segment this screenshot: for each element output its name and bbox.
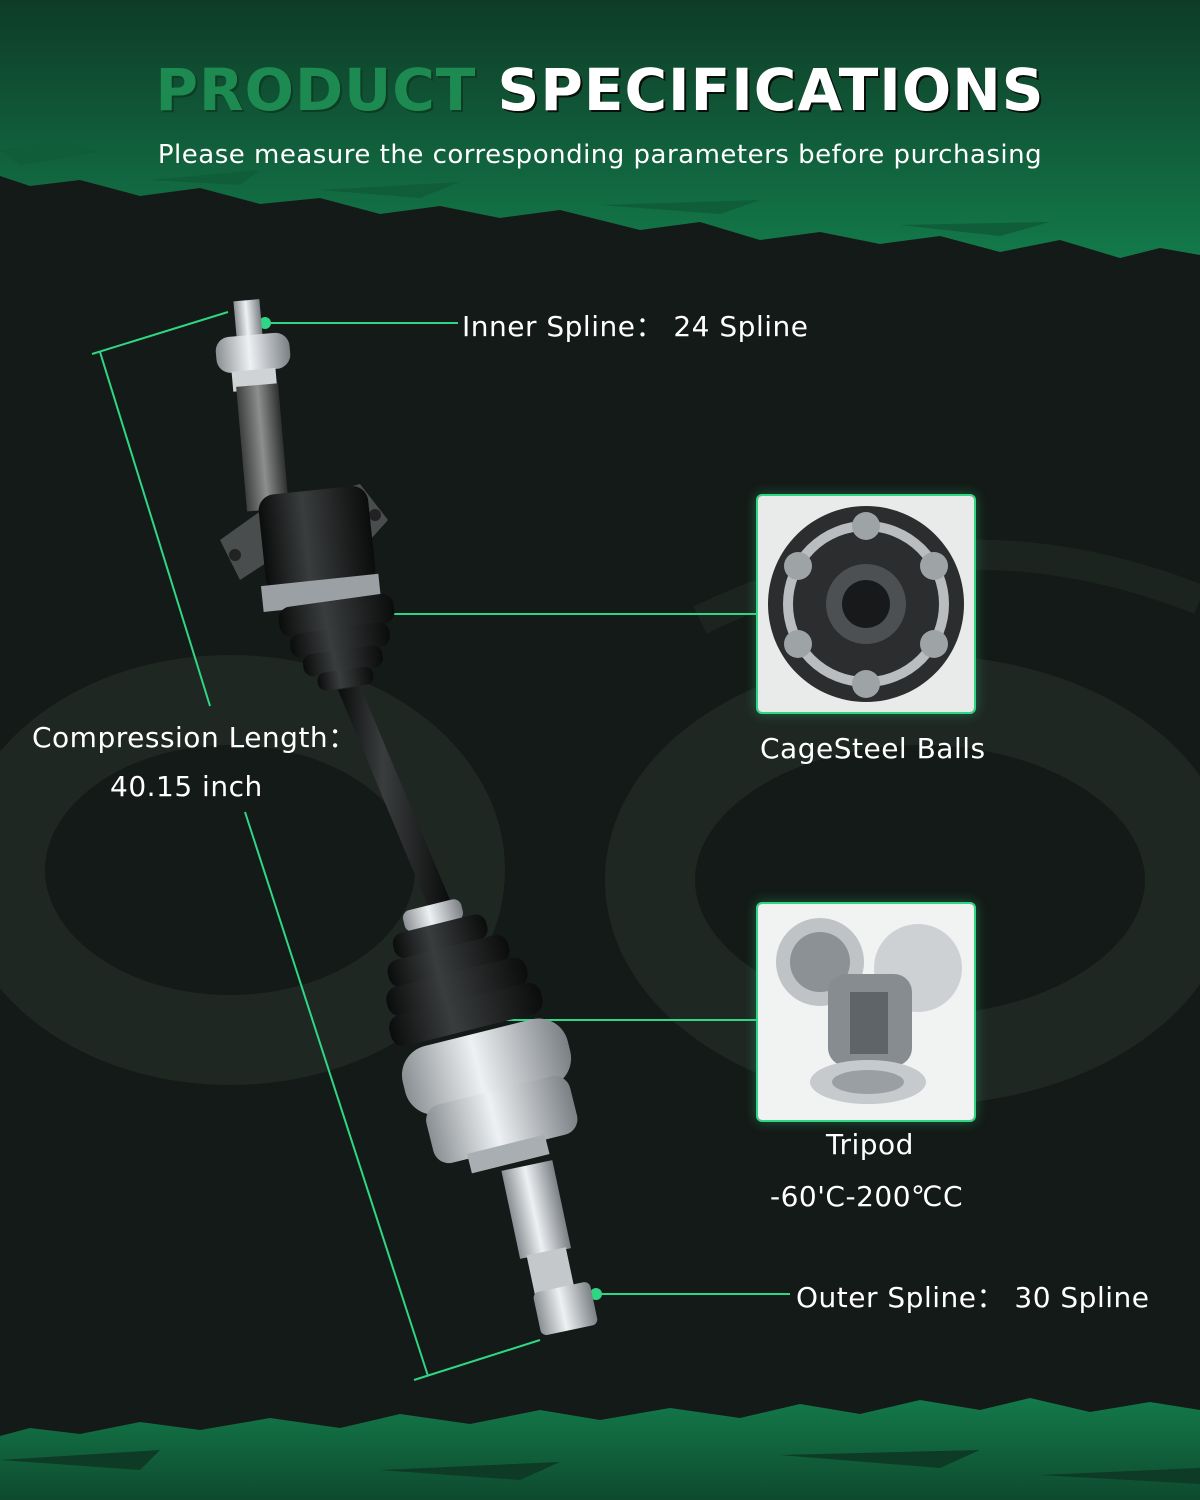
main-shaft	[338, 686, 450, 906]
temperature-label: -60'C-200℃C	[770, 1180, 964, 1213]
bottom-brush-band	[0, 1398, 1200, 1500]
title-product: PRODUCT	[155, 56, 477, 124]
outer-cv-housing	[401, 1018, 578, 1174]
compression-length-label: Compression Length：	[32, 721, 357, 754]
dimension-line-upper	[99, 351, 211, 707]
tripod-label: Tripod	[826, 1128, 914, 1161]
cage-thumbnail	[756, 494, 976, 714]
inner-spline-dot	[259, 317, 271, 329]
compression-length-value: 40.15 inch	[110, 770, 263, 803]
outer-spline-dot	[590, 1288, 602, 1300]
page-subtitle: Please measure the corresponding paramet…	[157, 140, 1043, 170]
outer-boot	[386, 899, 543, 1047]
dimension-bottom-tick	[413, 1339, 541, 1381]
intermediate-shaft	[236, 383, 289, 512]
inner-boot	[278, 593, 395, 691]
tripod-thumbnail	[756, 902, 976, 1122]
top-brush-streaks	[0, 140, 1050, 236]
top-brush-band	[0, 0, 1200, 258]
inner-spline-label: Inner Spline： 24 Spline	[462, 310, 809, 343]
dimension-top-tick	[91, 311, 229, 355]
inner-spline-stub	[215, 299, 291, 392]
outer-spline-label: Outer Spline： 30 Spline	[796, 1281, 1150, 1314]
outer-spline-shaft	[501, 1160, 598, 1336]
dimension-line-lower	[244, 811, 429, 1377]
title-specifications: SPECIFICATIONS	[497, 56, 1045, 124]
bearing-bracket	[220, 484, 388, 612]
cage-label: CageSteel Balls	[760, 732, 986, 765]
page-title: PRODUCT SPECIFICATIONS	[0, 56, 1200, 124]
bottom-brush-streaks	[0, 1450, 1200, 1484]
tripod-image	[758, 904, 974, 1120]
cage-steel-balls-image	[758, 496, 974, 712]
bg-ring-left	[0, 655, 505, 1085]
